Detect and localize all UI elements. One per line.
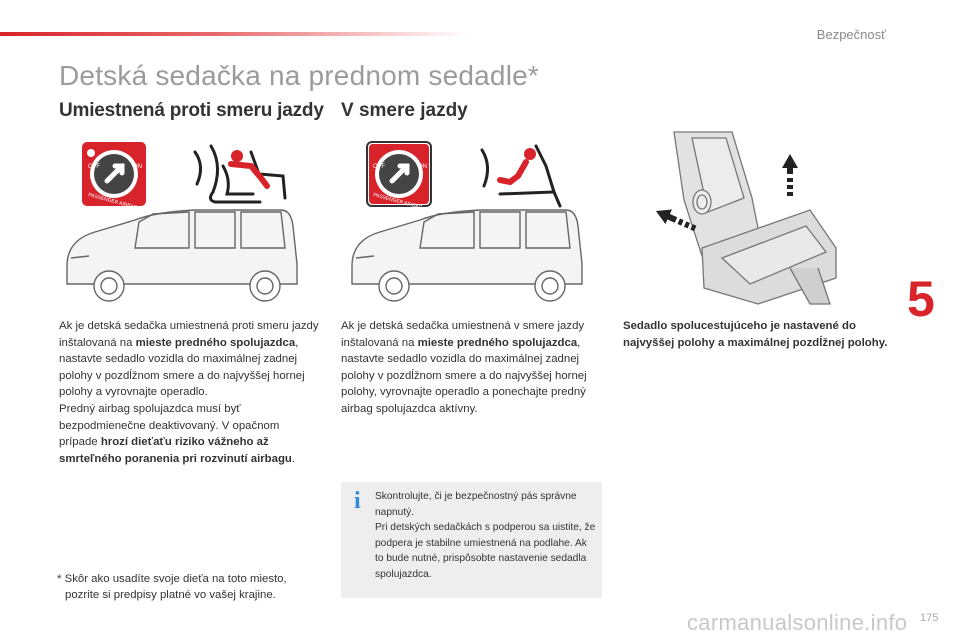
emphasis-front-passenger: mieste predného spolujazdca xyxy=(135,336,296,349)
seat-caption: Sedadlo spolucestujúceho je nastavené do… xyxy=(623,320,888,349)
rearward-description: Ak je detská sedačka umiestnená proti sm… xyxy=(59,320,319,465)
info-icon: i xyxy=(354,488,361,514)
airbag-off-label: OFF xyxy=(88,164,100,170)
child-head-icon xyxy=(524,148,536,160)
chapter-number: 5 xyxy=(907,271,935,327)
van-icon xyxy=(66,209,298,302)
forward-description: Ak je detská sedačka umiestnená v smere … xyxy=(341,320,587,415)
section-name: Bezpečnosť xyxy=(816,27,886,42)
page-title: Detská sedačka na prednom sedadle* xyxy=(59,60,539,91)
child-body-icon xyxy=(228,161,270,189)
seat-icon xyxy=(673,131,837,305)
info-text: Skontrolujte, či je bezpečnostný pás spr… xyxy=(375,491,596,580)
header-accent-bar xyxy=(0,32,470,36)
airbag-on-label: ON xyxy=(133,164,142,170)
arrow-back-icon xyxy=(655,209,697,232)
footnote: * Skôr ako usadíte svoje dieťa na toto m… xyxy=(57,573,287,601)
rearward-seat-illustration: OFF ON PASSENGER AIRBAG xyxy=(66,142,298,302)
rear-facing-child-seat-icon xyxy=(193,144,287,204)
watermark: carmanualsonline.info xyxy=(687,610,908,635)
van-icon xyxy=(351,209,583,302)
heading-rearward: Umiestnená proti smeru jazdy xyxy=(59,100,324,121)
emphasis-front-passenger: mieste predného spolujazdca xyxy=(417,336,578,349)
airbag-on-label: ON xyxy=(418,164,427,170)
forward-facing-child-seat-icon xyxy=(480,144,562,208)
airbag-switch-icon: OFF ON PASSENGER AIRBAG xyxy=(366,141,432,211)
child-body-icon xyxy=(497,159,529,186)
page-number: 175 xyxy=(920,612,939,624)
arrow-up-icon xyxy=(782,154,798,196)
heading-forward: V smere jazdy xyxy=(341,100,468,121)
warning-emphasis: hrozí dieťaťu riziko vážneho až smrteľné… xyxy=(59,436,292,465)
info-box: i Skontrolujte, či je bezpečnostný pás s… xyxy=(341,482,602,598)
child-head-icon xyxy=(231,150,243,162)
seat-adjustment-illustration xyxy=(655,131,837,305)
forward-seat-illustration: OFF ON PASSENGER AIRBAG xyxy=(351,141,583,302)
airbag-switch-icon: OFF ON PASSENGER AIRBAG xyxy=(82,142,146,211)
airbag-off-label: OFF xyxy=(373,164,385,170)
